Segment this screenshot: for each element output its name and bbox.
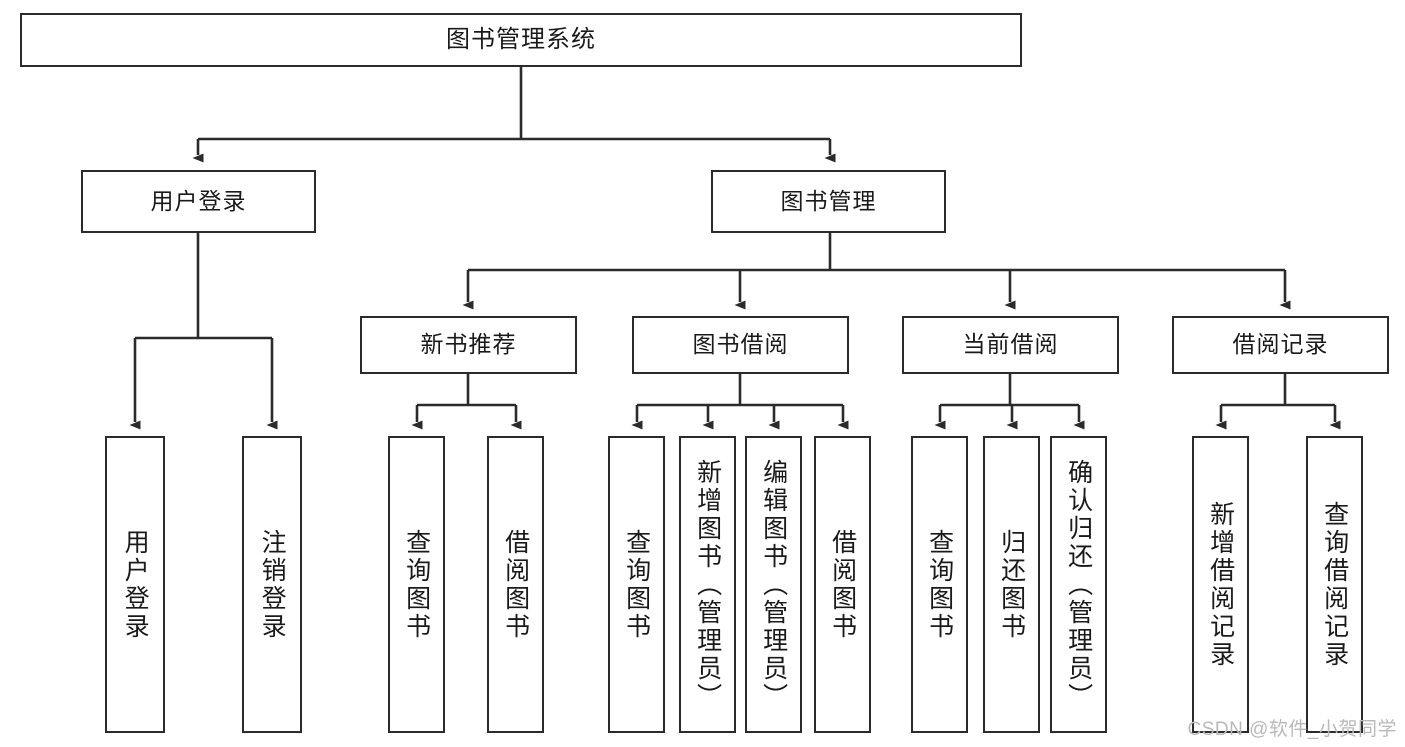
leaf-user-login[interactable]: 用户登录 (105, 436, 165, 733)
leaf-edit-book-admin[interactable]: 编辑图书（管理员） (745, 436, 802, 733)
leaf-query-book-current[interactable]: 查询图书 (911, 436, 968, 733)
leaf-query-book-borrow[interactable]: 查询图书 (608, 436, 665, 733)
leaf-add-book-admin[interactable]: 新增图书（管理员） (679, 436, 736, 733)
node-label: 借阅图书 (501, 528, 530, 641)
node-label: 借阅记录 (1232, 331, 1329, 358)
node-label: 归还图书 (997, 528, 1026, 641)
leaf-query-book-recommend[interactable]: 查询图书 (388, 436, 445, 733)
node-label: 查询借阅记录 (1320, 500, 1349, 669)
node-book-borrow[interactable]: 图书借阅 (632, 316, 849, 374)
node-label: 图书管理 (780, 187, 877, 214)
leaf-add-borrow-record[interactable]: 新增借阅记录 (1192, 436, 1249, 733)
node-book-manage[interactable]: 图书管理 (711, 170, 946, 233)
node-label: 注销登录 (258, 528, 287, 641)
node-label: 查询图书 (622, 528, 651, 641)
node-current-borrow[interactable]: 当前借阅 (902, 316, 1119, 374)
leaf-borrow-book-recommend[interactable]: 借阅图书 (487, 436, 544, 733)
node-label: 编辑图书（管理员） (759, 458, 788, 711)
node-new-book-recommend[interactable]: 新书推荐 (360, 316, 577, 374)
leaf-query-borrow-record[interactable]: 查询借阅记录 (1306, 436, 1363, 733)
leaf-confirm-return-admin[interactable]: 确认归还（管理员） (1050, 436, 1107, 733)
node-label: 新增借阅记录 (1206, 500, 1235, 669)
leaf-borrow-book[interactable]: 借阅图书 (814, 436, 871, 733)
node-label: 用户登录 (121, 528, 150, 641)
node-label: 图书管理系统 (446, 25, 596, 53)
leaf-logout[interactable]: 注销登录 (242, 436, 302, 733)
node-label: 借阅图书 (828, 528, 857, 641)
node-user-login[interactable]: 用户登录 (81, 170, 316, 233)
node-label: 新书推荐 (420, 331, 517, 358)
node-label: 用户登录 (150, 187, 247, 214)
node-label: 图书借阅 (692, 331, 789, 358)
node-label: 当前借阅 (962, 331, 1059, 358)
node-borrow-record[interactable]: 借阅记录 (1172, 316, 1389, 374)
node-label: 确认归还（管理员） (1064, 458, 1093, 711)
leaf-return-book[interactable]: 归还图书 (983, 436, 1040, 733)
node-label: 新增图书（管理员） (693, 458, 722, 711)
node-label: 查询图书 (925, 528, 954, 641)
node-label: 查询图书 (402, 528, 431, 641)
csdn-watermark: CSDN @软件_小贺同学 (1187, 719, 1397, 740)
node-root-system[interactable]: 图书管理系统 (20, 13, 1022, 67)
